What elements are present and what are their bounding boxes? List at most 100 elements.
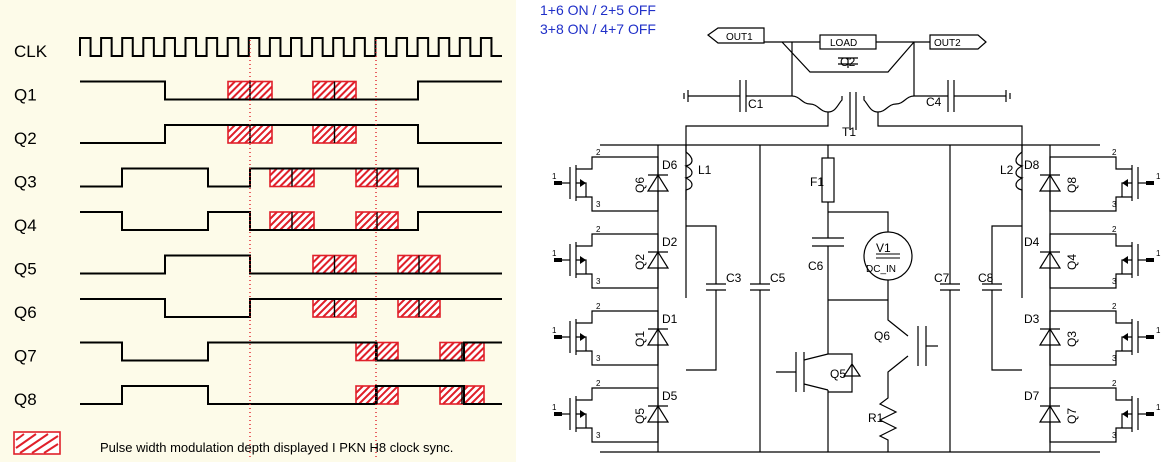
signal-label-q1: Q1 — [14, 86, 37, 105]
mosfet-label-q6: Q6 — [633, 177, 647, 193]
diode-label-d3: D3 — [1024, 312, 1040, 326]
q6-centre-label: Q6 — [874, 329, 890, 343]
signal-label-q3: Q3 — [14, 173, 37, 192]
note-line-2: 3+8 ON / 4+7 OFF — [540, 21, 656, 37]
svg-text:3: 3 — [1112, 277, 1117, 286]
svg-text:2: 2 — [1112, 148, 1117, 157]
c1-label: C1 — [748, 97, 764, 111]
diode-label-d8: D8 — [1024, 158, 1040, 172]
pwm-hatch-q2-1 — [312, 124, 357, 144]
diode-label-d4: D4 — [1024, 235, 1040, 249]
c5-label: C5 — [770, 271, 786, 285]
diode-label-d5: D5 — [662, 389, 678, 403]
pwm-hatch-q6-0 — [312, 298, 357, 318]
out1-label: OUT1 — [726, 32, 753, 43]
signal-label-q4: Q4 — [14, 216, 37, 235]
stage-q6: Q6 D6 2 1 3 — [552, 148, 678, 212]
c8-label: C8 — [978, 271, 994, 285]
mosfet-label-q3: Q3 — [1065, 331, 1079, 347]
waveform-clk — [79, 37, 502, 57]
waveform-q1 — [80, 80, 502, 101]
diode-label-d7: D7 — [1024, 389, 1040, 403]
stage-q3: Q3 D3 2 1 3 — [1024, 302, 1161, 366]
svg-text:1: 1 — [552, 172, 557, 181]
pwm-boxes — [227, 80, 485, 405]
svg-text:2: 2 — [1112, 225, 1117, 234]
mosfet-label-q2: Q2 — [633, 254, 647, 270]
pwm-hatch-q2-0 — [227, 124, 273, 144]
signal-label-clk: CLK — [14, 42, 48, 61]
f1-label: F1 — [810, 175, 824, 189]
legend: Pulse width modulation depth displayed I… — [13, 431, 453, 455]
schematic-svg: 1+6 ON / 2+5 OFF 3+8 ON / 4+7 OFF — [540, 2, 1161, 453]
waveform-q6 — [80, 298, 502, 318]
load-label: LOAD — [830, 38, 857, 49]
v1-label: V1 — [876, 241, 891, 255]
svg-text:2: 2 — [596, 148, 601, 157]
svg-text:2: 2 — [1112, 379, 1117, 388]
signal-label-q7: Q7 — [14, 347, 37, 366]
out2-label: OUT2 — [934, 38, 961, 49]
signal-label-q5: Q5 — [14, 260, 37, 279]
pwm-hatch-q8-1 — [439, 385, 485, 405]
waveform-q7 — [80, 341, 502, 362]
svg-text:3: 3 — [596, 200, 601, 209]
pwm-hatch-q3-0 — [269, 167, 315, 188]
diode-label-d2: D2 — [662, 235, 678, 249]
waveform-q3 — [80, 167, 502, 188]
l2-label: L2 — [1000, 163, 1014, 177]
pwm-hatch-q5-0 — [312, 254, 357, 275]
legend-hatch — [15, 433, 59, 454]
svg-text:3: 3 — [596, 354, 601, 363]
mosfet-label-q7: Q7 — [1065, 408, 1079, 424]
diode-label-d6: D6 — [662, 158, 678, 172]
svg-text:3: 3 — [1112, 431, 1117, 440]
waveform-q2 — [80, 124, 502, 144]
signal-label-q2: Q2 — [14, 129, 37, 148]
mosfet-label-q1: Q1 — [633, 331, 647, 347]
svg-text:2: 2 — [596, 302, 601, 311]
pwm-hatch-q7-1 — [439, 341, 485, 362]
c4-label: C4 — [926, 95, 942, 109]
pwm-hatch-q4-1 — [355, 211, 399, 231]
svg-text:3: 3 — [1112, 354, 1117, 363]
svg-text:1: 1 — [1156, 326, 1161, 335]
stage-q7: Q7 D7 2 1 3 — [1024, 379, 1161, 443]
svg-text:1: 1 — [552, 326, 557, 335]
svg-text:3: 3 — [596, 277, 601, 286]
out2-shape — [929, 34, 987, 50]
waveforms — [79, 37, 502, 405]
svg-text:2: 2 — [596, 225, 601, 234]
svg-text:2: 2 — [596, 379, 601, 388]
pwm-hatch-q5-1 — [397, 254, 441, 275]
waveform-q4 — [80, 211, 502, 231]
mosfet-label-q5: Q5 — [633, 408, 647, 424]
signal-label-q8: Q8 — [14, 390, 37, 409]
t1-label: T1 — [842, 125, 856, 139]
c3-label: C3 — [726, 271, 742, 285]
c6-label: C6 — [808, 259, 824, 273]
c7-label: C7 — [934, 271, 950, 285]
stage-q2: Q2 D2 2 1 3 — [552, 225, 678, 289]
svg-text:1: 1 — [1156, 249, 1161, 258]
svg-text:1: 1 — [552, 249, 557, 258]
c2-label: C2 — [840, 55, 856, 69]
svg-text:2: 2 — [1112, 302, 1117, 311]
svg-text:3: 3 — [596, 431, 601, 440]
svg-text:1: 1 — [1156, 403, 1161, 412]
dcin-label: DC_IN — [866, 264, 896, 275]
pwm-hatch-q3-1 — [355, 167, 399, 188]
waveform-q5 — [80, 254, 502, 275]
r1-label: R1 — [868, 411, 884, 425]
mosfet-label-q8: Q8 — [1065, 177, 1079, 193]
svg-text:1: 1 — [1156, 172, 1161, 181]
q5-centre-label: Q5 — [830, 367, 846, 381]
